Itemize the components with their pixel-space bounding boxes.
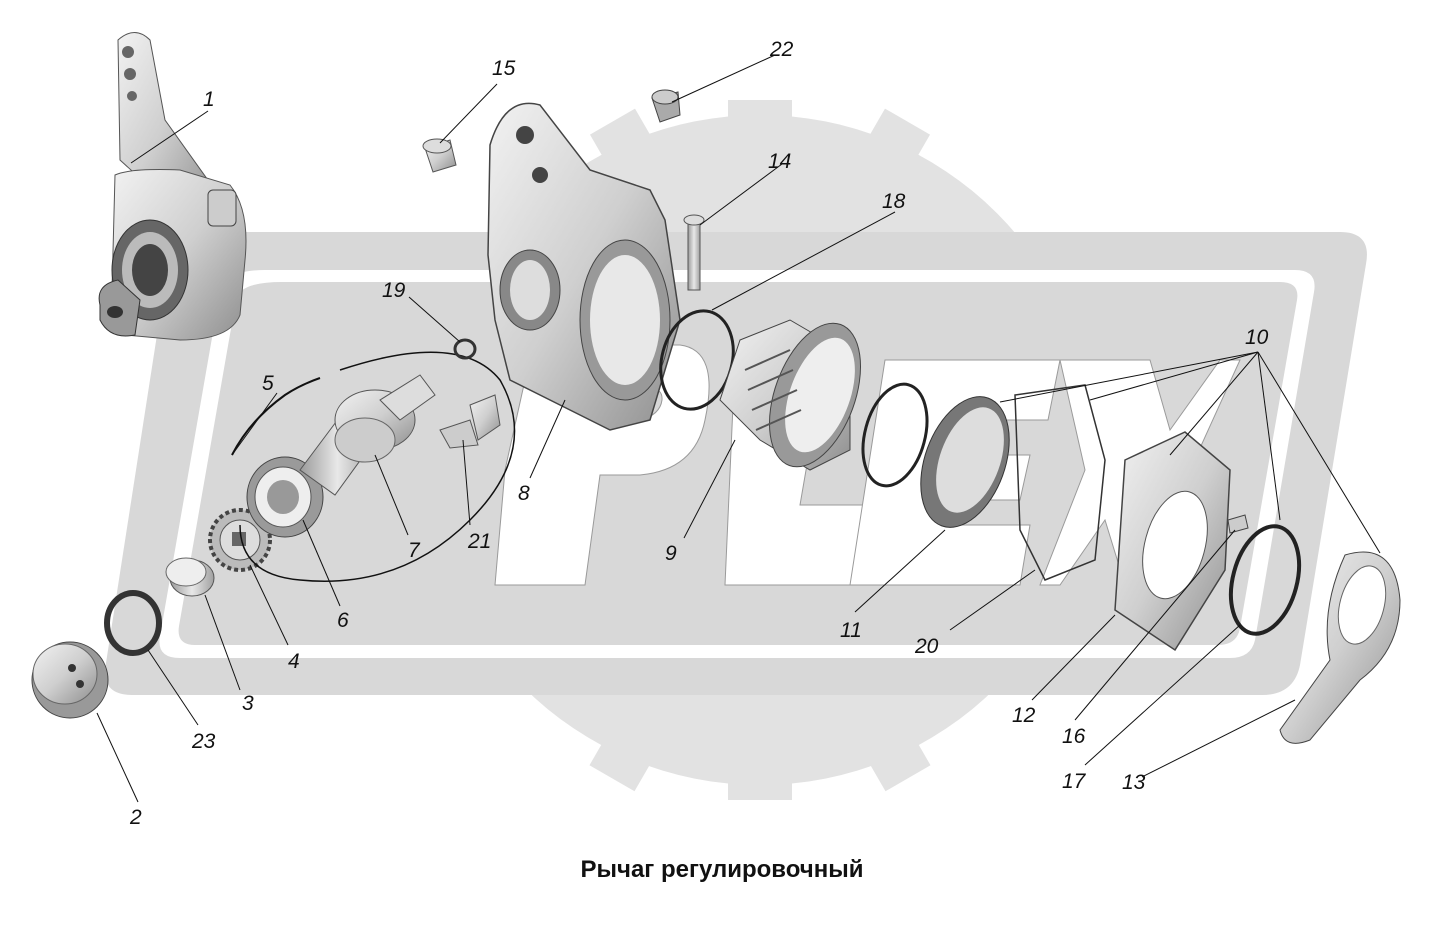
- part-23-ring: [104, 590, 162, 656]
- part-4-gear: [208, 508, 272, 572]
- part-21-grease-fitting: [439, 394, 501, 449]
- callout-1: 1: [203, 88, 215, 111]
- callout-9: 9: [665, 542, 677, 565]
- part-2-cap: [31, 641, 109, 719]
- callout-17: 17: [1062, 770, 1087, 793]
- callout-8: 8: [518, 482, 530, 505]
- callout-labels: 1 2 3 4 5 6 7 8 9 10 11 12 13 14 15 16 1…: [129, 38, 1269, 829]
- callout-11: 11: [840, 619, 862, 642]
- callout-20: 20: [914, 635, 939, 658]
- part-13-plate: [1279, 551, 1401, 744]
- part-9-cage-bearing: [719, 319, 862, 471]
- callout-2: 2: [129, 806, 142, 829]
- part-16-pin: [1227, 514, 1249, 534]
- callout-15: 15: [492, 57, 516, 80]
- part-7-worm-shaft: [299, 374, 436, 496]
- part-8-housing: [487, 102, 681, 431]
- callout-12: 12: [1012, 704, 1036, 727]
- callout-4: 4: [288, 650, 300, 673]
- leader-lines: [96, 54, 1381, 803]
- part-19-oring: [453, 338, 477, 360]
- part-3-sleeve: [165, 557, 215, 597]
- part-14-screw: [683, 214, 705, 291]
- callout-23: 23: [191, 730, 216, 753]
- callout-16: 16: [1062, 725, 1086, 748]
- part-6-bearing: [246, 456, 324, 538]
- callout-3: 3: [242, 692, 254, 715]
- callout-14: 14: [768, 150, 791, 173]
- part-1-lever: [98, 32, 247, 341]
- part-5-spring-wire: [231, 377, 321, 456]
- part-22-plug: [651, 89, 681, 123]
- part-15-plug: [422, 138, 457, 173]
- callout-13: 13: [1122, 771, 1146, 794]
- callout-6: 6: [337, 609, 349, 632]
- part-17-oring: [1228, 524, 1302, 636]
- part-20-gasket: [1014, 384, 1106, 581]
- part-12-cover: [1114, 431, 1231, 652]
- callout-10: 10: [1245, 326, 1269, 349]
- part-10-ring-a: [861, 382, 929, 488]
- part-11-bushing: [920, 396, 1010, 528]
- callout-21: 21: [467, 530, 491, 553]
- callout-22: 22: [769, 38, 794, 61]
- diagram-caption: Рычаг регулировочный: [580, 856, 864, 883]
- callout-19: 19: [382, 279, 406, 302]
- callout-5: 5: [262, 372, 274, 395]
- callout-18: 18: [882, 190, 906, 213]
- callout-7: 7: [408, 539, 421, 562]
